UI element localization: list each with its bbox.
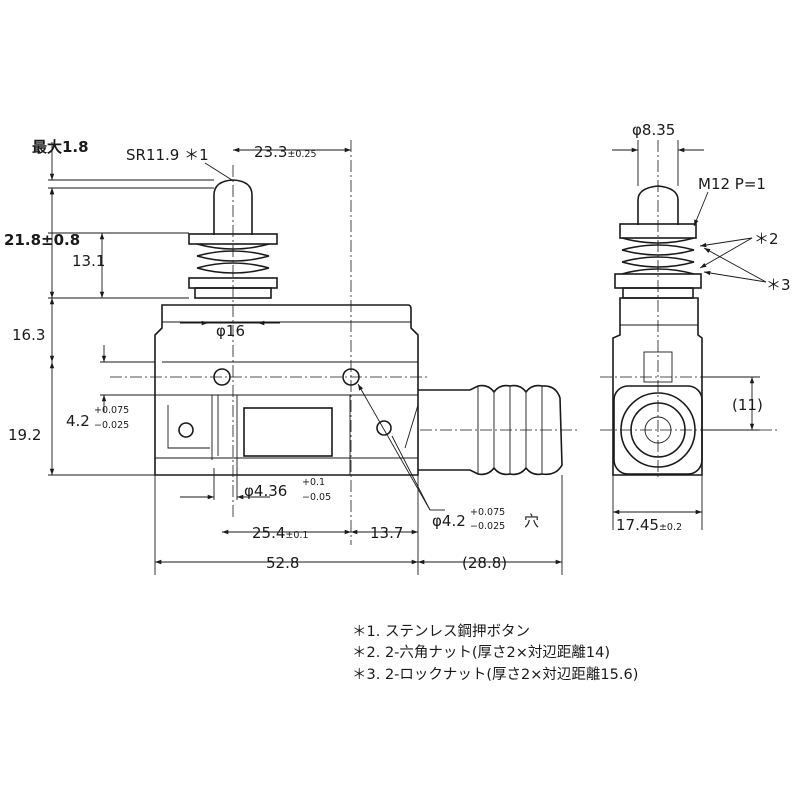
label-thread: M12 P=1 <box>698 175 766 193</box>
label-4-2-tol-up: +0.075 <box>94 405 129 416</box>
label-phi8-35: φ8.35 <box>632 121 675 139</box>
notes: ＊1. ステンレス鋼押ボタン ＊2. 2-六角ナット(厚さ2×対辺距離14) ＊… <box>352 623 638 683</box>
label-21-8: 21.8±0.8 <box>4 231 80 249</box>
label-25-4: 25.4±0.1 <box>252 524 308 542</box>
label-phi4-36-tol-dn: −0.05 <box>302 492 331 503</box>
front-view <box>48 140 580 575</box>
label-19-2: 19.2 <box>8 426 41 444</box>
note-3: ＊3. 2-ロックナット(厚さ2×対辺距離15.6) <box>352 665 638 683</box>
label-hole-tol-dn: −0.025 <box>470 521 505 532</box>
label-hole: φ4.2 <box>432 512 466 530</box>
label-23-3: 23.3±0.25 <box>254 143 317 161</box>
screw-terminal-right <box>376 420 392 436</box>
label-phi16: φ16 <box>216 322 245 340</box>
label-11: (11) <box>732 396 763 414</box>
label-mark3: ＊3 <box>766 276 791 294</box>
label-4-2: 4.2 <box>66 412 90 430</box>
note-2: ＊2. 2-六角ナット(厚さ2×対辺距離14) <box>352 643 610 661</box>
side-view <box>600 140 780 530</box>
label-52-8: 52.8 <box>266 554 299 572</box>
label-sr: SR11.9 ＊1 <box>126 146 209 164</box>
switch-body <box>154 304 419 476</box>
label-17-45: 17.45±0.2 <box>616 516 682 534</box>
label-4-2-tol-dn: −0.025 <box>94 420 129 431</box>
label-16-3: 16.3 <box>12 326 45 344</box>
label-13-7: 13.7 <box>370 524 403 542</box>
label-hole-tol-up: +0.075 <box>470 507 505 518</box>
label-max-stroke: 最大1.8 <box>32 138 89 156</box>
label-28-8: (28.8) <box>462 554 507 572</box>
label-mark2: ＊2 <box>754 230 779 248</box>
label-13-1: 13.1 <box>72 252 105 270</box>
label-hole-suffix: 穴 <box>524 512 539 530</box>
note-1: ＊1. ステンレス鋼押ボタン <box>352 623 530 640</box>
label-phi4-36-tol-up: +0.1 <box>302 477 325 488</box>
cable-gland <box>418 384 563 476</box>
label-phi4-36: φ4.36 <box>244 482 287 500</box>
screw-terminal-left <box>178 422 194 438</box>
label-window <box>243 407 333 457</box>
